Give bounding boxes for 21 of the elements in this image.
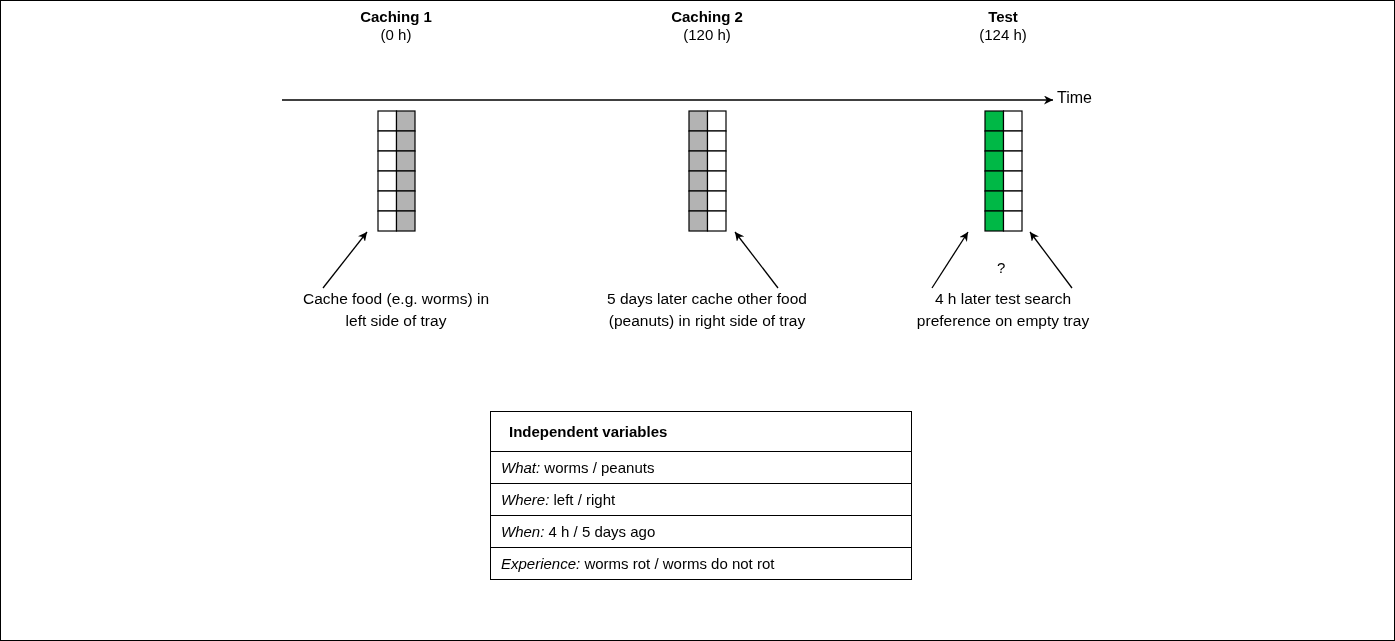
axis-label: Time bbox=[1057, 89, 1092, 107]
arrow bbox=[931, 231, 969, 289]
step-heading: Caching 1 bbox=[359, 8, 433, 26]
variables-table bbox=[490, 411, 912, 580]
table-row: Where: left / right bbox=[491, 483, 911, 515]
arrow bbox=[1029, 231, 1073, 289]
step-description: 4 h later test search preference on empty tray bbox=[915, 289, 1091, 331]
step-description: 5 days later cache other food (peanuts) in right side of tray bbox=[606, 289, 808, 331]
step-heading: Test bbox=[987, 8, 1019, 26]
table-header: Independent variables bbox=[508, 422, 669, 442]
step-time: (124 h) bbox=[978, 26, 1028, 44]
step-heading: Caching 2 bbox=[670, 8, 744, 26]
question-mark-label: ? bbox=[997, 259, 1006, 276]
table-row: What: worms / peanuts bbox=[491, 451, 911, 483]
table-row: Experience: worms rot / worms do not rot bbox=[491, 547, 911, 579]
step-time: (120 h) bbox=[682, 26, 732, 44]
table-row: When: 4 h / 5 days ago bbox=[491, 515, 911, 547]
step-description: Cache food (e.g. worms) in left side of tray bbox=[301, 289, 491, 331]
arrow bbox=[322, 231, 368, 289]
arrow bbox=[734, 231, 779, 289]
step-time: (0 h) bbox=[379, 26, 413, 44]
